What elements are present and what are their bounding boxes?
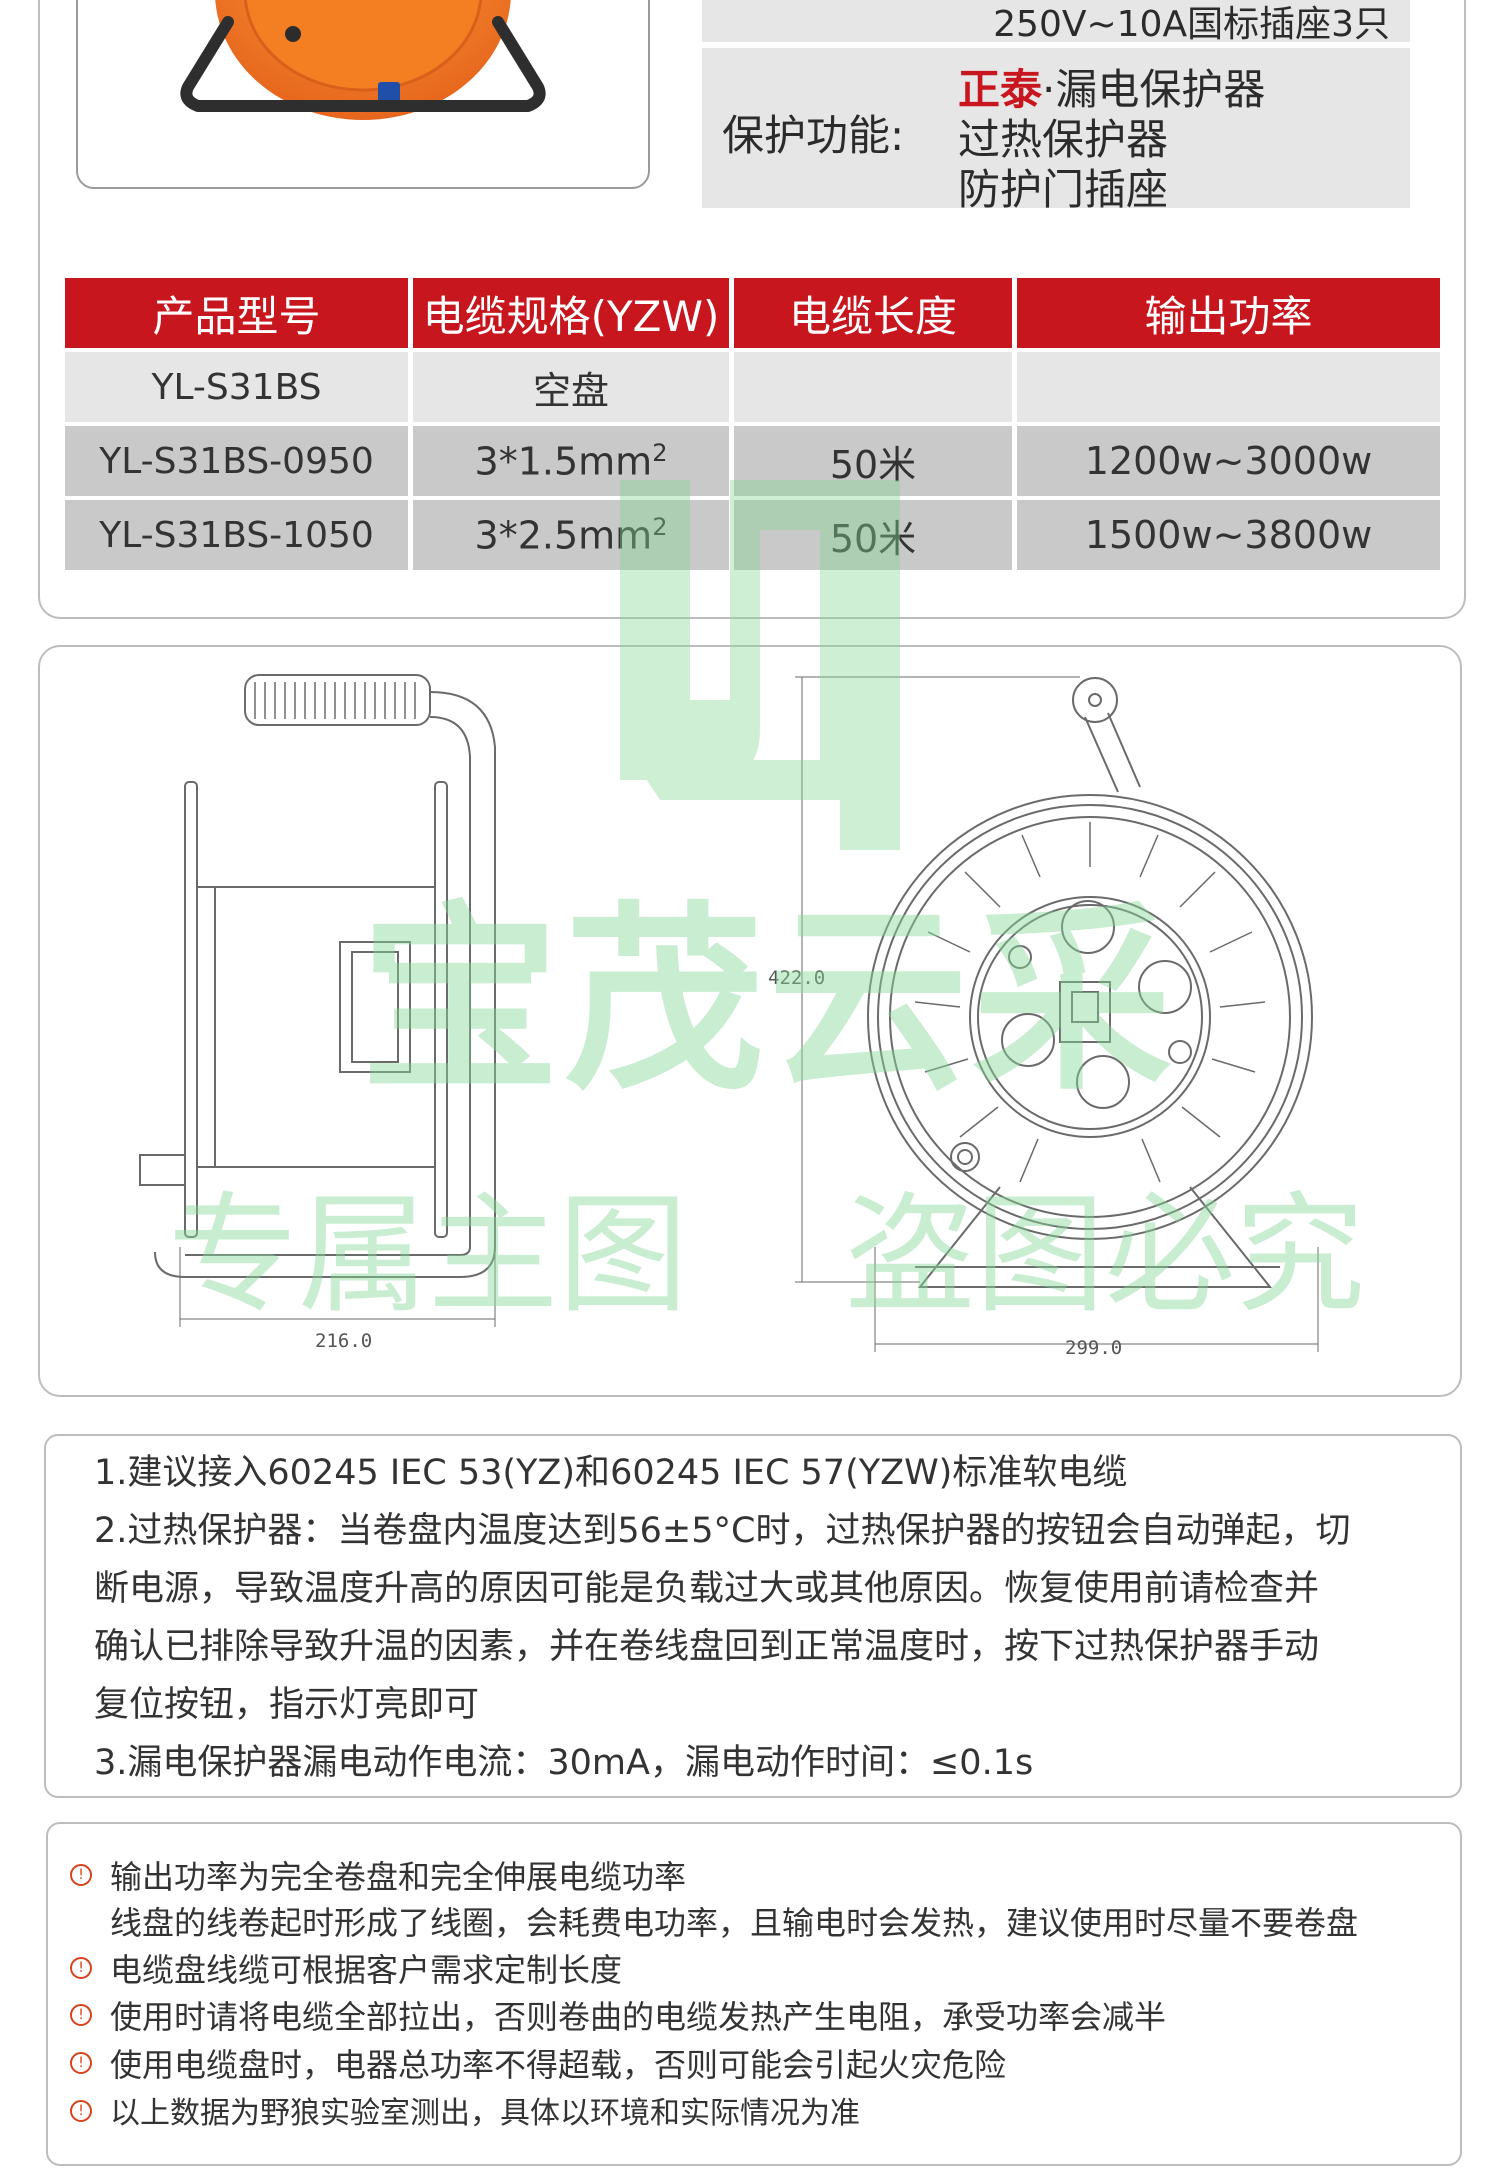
warning-icon: ! bbox=[70, 1864, 92, 1886]
notes-card bbox=[44, 1434, 1462, 1798]
warning-line: 使用时请将电缆全部拉出，否则卷曲的电缆发热产生电阻，承受功率会减半 bbox=[110, 1998, 1167, 2036]
dimension-height: 422.0 bbox=[768, 967, 826, 989]
col-header-cable-spec: 电缆规格(YZW) bbox=[413, 278, 729, 348]
watermark-logo bbox=[620, 480, 900, 850]
front-view-drawing bbox=[795, 676, 1319, 1352]
protection-item-text: ·漏电保护器 bbox=[1042, 65, 1266, 114]
table-row: YL-S31BS-0950 3*1.5mm2 50米 1200w~3000w bbox=[65, 426, 1440, 496]
brand-name: 正泰 bbox=[958, 65, 1043, 114]
spec-table: 产品型号 电缆规格(YZW) 电缆长度 输出功率 YL-S31BS 空盘 YL-… bbox=[60, 274, 1445, 574]
table-row: YL-S31BS-1050 3*2.5mm2 50米 1500w~3800w bbox=[65, 500, 1440, 570]
warning-line: 电缆盘线缆可根据客户需求定制长度 bbox=[110, 1951, 623, 1989]
protection-label: 保护功能: bbox=[722, 111, 905, 160]
warning-line: 输出功率为完全卷盘和完全伸展电缆功率 bbox=[110, 1858, 687, 1896]
cell-model: YL-S31BS-0950 bbox=[65, 426, 408, 496]
col-header-model: 产品型号 bbox=[65, 278, 408, 348]
cell-model: YL-S31BS bbox=[65, 352, 408, 422]
warning-line: 以上数据为野狼实验室测出，具体以环境和实际情况为准 bbox=[110, 2096, 860, 2131]
warning-icon: ! bbox=[70, 1957, 92, 1979]
cell-length: 50米 bbox=[734, 500, 1012, 570]
side-view-drawing bbox=[139, 674, 496, 1327]
cell-power: 1200w~3000w bbox=[1017, 426, 1440, 496]
col-header-power: 输出功率 bbox=[1017, 278, 1440, 348]
table-row: YL-S31BS 空盘 bbox=[65, 352, 1440, 422]
dimension-front-width: 299.0 bbox=[1065, 1337, 1123, 1359]
cell-power bbox=[1017, 352, 1440, 422]
table-header-row: 产品型号 电缆规格(YZW) 电缆长度 输出功率 bbox=[65, 278, 1440, 348]
product-photo bbox=[76, 0, 650, 189]
sockets-spec: 250V~10A国标插座3只 bbox=[702, 0, 1410, 45]
warning-line: 线盘的线卷起时形成了线圈，会耗费电功率，且输电时会发热，建议使用时尽量不要卷盘 bbox=[110, 1904, 1359, 1942]
protection-item-3: 防护门插座 bbox=[958, 165, 1169, 214]
warning-line: 使用电缆盘时，电器总功率不得超载，否则可能会引起火灾危险 bbox=[110, 2046, 1007, 2084]
note-line: 确认已排除导致升温的因素，并在卷线盘回到正常温度时，按下过热保护器手动 bbox=[94, 1627, 1320, 1667]
protection-item-1: 正泰·漏电保护器 bbox=[958, 56, 1265, 117]
cell-model: YL-S31BS-1050 bbox=[65, 500, 408, 570]
warning-icon: ! bbox=[70, 2100, 92, 2122]
cell-spec: 3*2.5mm2 bbox=[413, 500, 729, 570]
protection-item-2: 过热保护器 bbox=[958, 115, 1169, 164]
dimension-side-width: 216.0 bbox=[315, 1330, 373, 1352]
cell-spec: 空盘 bbox=[413, 352, 729, 422]
cable-reel-photo bbox=[180, 0, 546, 120]
note-line: 1.建议接入60245 IEC 53(YZ)和60245 IEC 57(YZW)… bbox=[94, 1453, 1128, 1493]
note-line: 复位按钮，指示灯亮即可 bbox=[94, 1685, 480, 1725]
warnings-card bbox=[46, 1822, 1462, 2166]
col-header-length: 电缆长度 bbox=[734, 278, 1012, 348]
technical-drawing bbox=[139, 674, 1319, 1352]
protection-panel bbox=[702, 48, 1410, 208]
warning-icon: ! bbox=[70, 2052, 92, 2074]
cell-length: 50米 bbox=[734, 426, 1012, 496]
note-line: 2.过热保护器：当卷盘内温度达到56±5°C时，过热保护器的按钮会自动弹起，切 bbox=[94, 1511, 1351, 1551]
note-line: 断电源，导致温度升高的原因可能是负载过大或其他原因。恢复使用前请检查并 bbox=[94, 1569, 1320, 1609]
cell-length bbox=[734, 352, 1012, 422]
dimension-drawing-card: 216.0 422.0 299.0 bbox=[38, 645, 1462, 1397]
cell-power: 1500w~3800w bbox=[1017, 500, 1440, 570]
note-line: 3.漏电保护器漏电动作电流：30mA，漏电动作时间：≤0.1s bbox=[94, 1743, 1034, 1783]
cell-spec: 3*1.5mm2 bbox=[413, 426, 729, 496]
warning-icon: ! bbox=[70, 2004, 92, 2026]
